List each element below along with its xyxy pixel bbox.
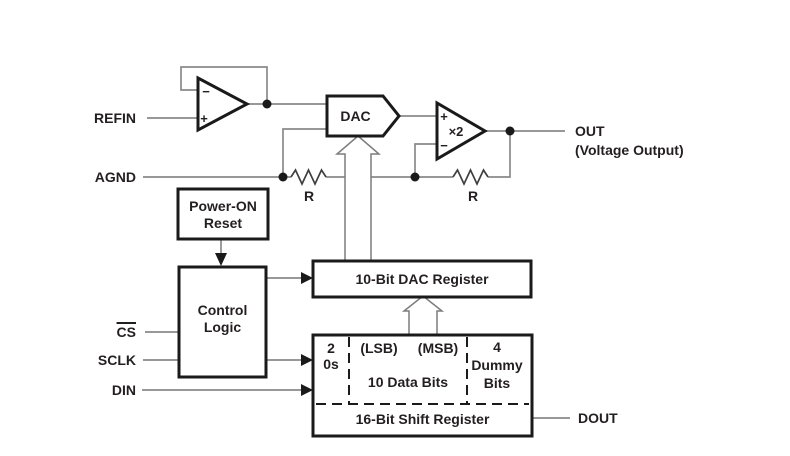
control-logic-label: Control Logic xyxy=(179,302,266,336)
resistor-set xyxy=(290,167,489,187)
dac-shape xyxy=(325,94,401,138)
wire-set xyxy=(142,66,570,419)
power-on-reset-line1: Power-ON xyxy=(189,198,257,214)
pin-label-din: DIN xyxy=(111,382,136,398)
buffer-plus-sign: + xyxy=(200,111,208,126)
wire-amp-feedback xyxy=(414,143,437,177)
shiftreg-dummy-cell: 4 Dummy Bits xyxy=(468,338,526,392)
resistor-r1 xyxy=(290,167,327,187)
arrowhead-cl-dacreg xyxy=(301,272,313,284)
shiftreg-zeros-line2: 0s xyxy=(323,356,339,372)
shiftreg-lsb-label: (LSB) xyxy=(360,340,398,356)
shiftreg-zeros-cell: 2 0s xyxy=(314,340,348,372)
buffer-minus-sign: − xyxy=(202,84,210,99)
pin-label-cs: CS xyxy=(116,324,136,340)
control-logic-line1: Control xyxy=(197,302,248,318)
shiftreg-dummy-line2: Dummy xyxy=(471,357,523,373)
shiftreg-dummy-line3: Bits xyxy=(483,375,511,391)
shiftreg-zeros-line1: 2 xyxy=(327,340,335,356)
power-on-reset-box xyxy=(176,187,270,241)
resistor-label-r1: R xyxy=(303,188,315,204)
control-logic-box xyxy=(177,265,268,379)
pin-label-dout: DOUT xyxy=(578,410,618,426)
shift-register-label: 16-Bit Shift Register xyxy=(355,411,490,427)
arrowhead-cl-shiftreg xyxy=(301,354,313,366)
dac-label: DAC xyxy=(340,108,371,124)
bus-arrows xyxy=(334,135,445,337)
resistor-r2 xyxy=(452,167,489,187)
reference-buffer-triangle xyxy=(196,75,251,133)
shiftreg-databits-label: 10 Data Bits xyxy=(367,374,449,390)
arrowheads xyxy=(215,253,313,396)
pin-label-refin: REFIN xyxy=(94,110,136,126)
wire-dac-to-agnd xyxy=(282,128,327,177)
wire-r2-to-out xyxy=(488,131,511,178)
bus-arrow-dacreg-to-dac xyxy=(334,135,382,262)
dac-register-box xyxy=(311,259,533,299)
pin-label-out-sub: (Voltage Output) xyxy=(575,142,684,158)
bus-arrow-shiftreg-to-dacreg xyxy=(401,295,445,337)
shiftreg-dummy-line1: 4 xyxy=(493,339,501,355)
junction-out xyxy=(505,126,515,136)
shift-register-partitions xyxy=(316,337,529,405)
power-on-reset-line2: Reset xyxy=(203,215,243,231)
pin-label-out: OUT xyxy=(575,123,605,139)
dac-register-label: 10-Bit DAC Register xyxy=(355,271,489,287)
power-on-reset-label: Power-ON Reset xyxy=(178,198,268,232)
amp-minus-sign: − xyxy=(440,138,448,153)
pin-label-agnd: AGND xyxy=(94,169,136,185)
amp-plus-sign: + xyxy=(440,109,448,124)
shiftreg-msb-label: (MSB) xyxy=(417,340,459,356)
control-logic-line2: Logic xyxy=(203,319,242,335)
output-amplifier-triangle xyxy=(435,100,488,162)
resistor-label-r2: R xyxy=(467,188,479,204)
wire-buffer-feedback xyxy=(180,66,268,104)
pin-label-sclk: SCLK xyxy=(97,352,136,368)
junction-feedback xyxy=(410,172,420,182)
junction-agnd xyxy=(278,172,288,182)
amp-gain-label: ×2 xyxy=(448,124,464,139)
arrowhead-por xyxy=(215,253,227,266)
junction-buffer-out xyxy=(262,99,272,109)
arrowhead-din xyxy=(301,384,313,396)
junction-dots xyxy=(262,99,515,182)
